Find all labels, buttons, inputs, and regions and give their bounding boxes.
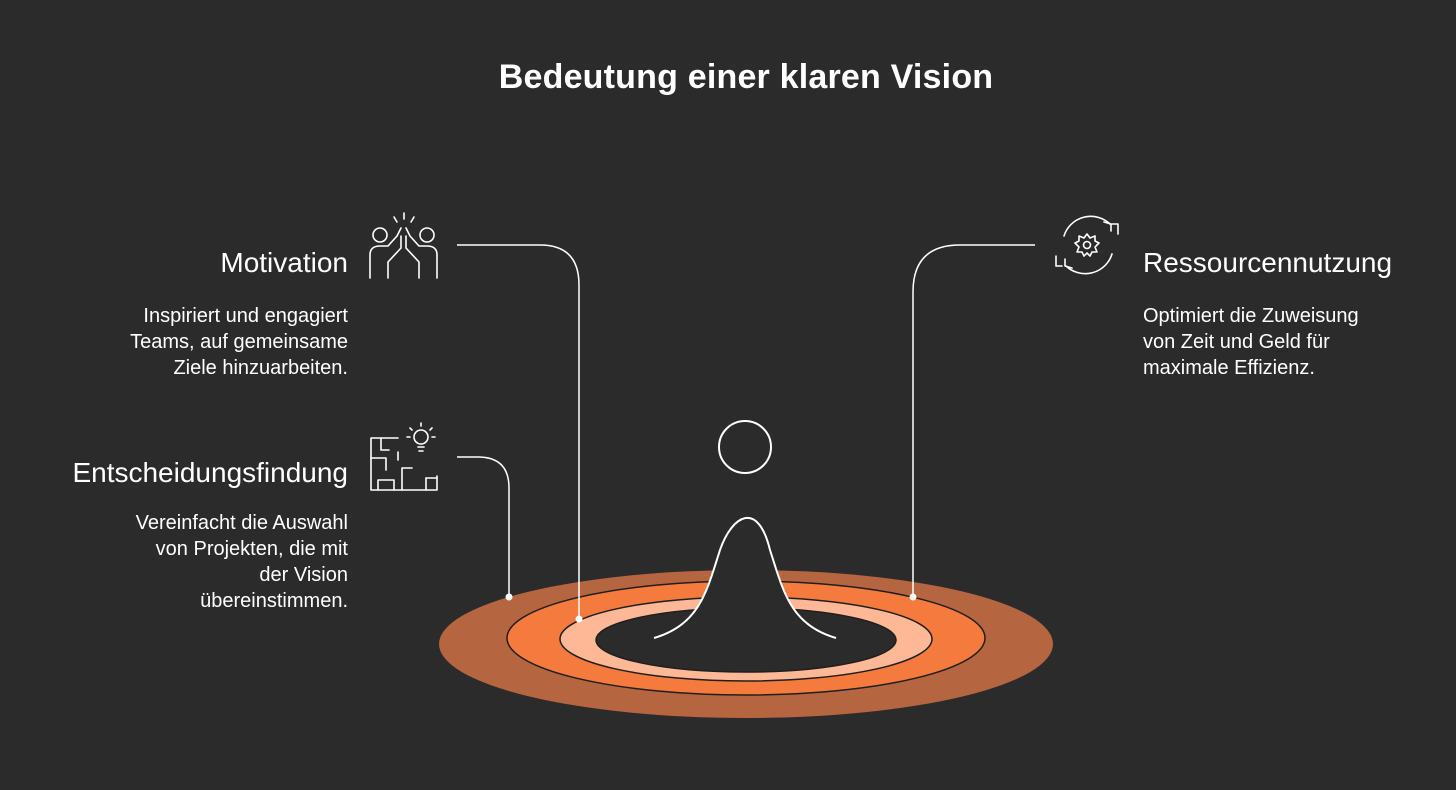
- motivation-line: Inspiriert und engagiert: [143, 305, 348, 327]
- entscheidung-heading: Entscheidungsfindung: [72, 457, 348, 488]
- entscheidung-line: von Projekten, die mit: [155, 538, 348, 560]
- ressourcen-description: Optimiert die Zuweisung von Zeit und Gel…: [1143, 303, 1359, 381]
- ressourcen-line: Optimiert die Zuweisung: [1143, 305, 1359, 327]
- connector-ressourcen: [912, 244, 1035, 597]
- entscheidung-description: Vereinfacht die Auswahl von Projekten, d…: [136, 510, 348, 614]
- ressourcen-line: maximale Effizienz.: [1143, 357, 1315, 379]
- ressourcen-line: von Zeit und Geld für: [1143, 331, 1330, 353]
- entscheidung-line: der Vision: [259, 564, 348, 586]
- maze-lightbulb-icon: [370, 422, 438, 491]
- diagram-title: Bedeutung einer klaren Vision: [498, 58, 994, 96]
- entscheidung-line: übereinstimmen.: [200, 590, 348, 612]
- motivation-line: Teams, auf gemeinsame: [130, 331, 348, 353]
- motivation-line: Ziele hinzuarbeiten.: [173, 357, 348, 379]
- gear-cycle-icon: [1055, 215, 1119, 275]
- entscheidung-line: Vereinfacht die Auswahl: [135, 512, 348, 534]
- connector-dot-ressourcen: [909, 593, 917, 601]
- connector-motivation: [457, 244, 580, 619]
- high-five-icon: [369, 212, 438, 279]
- figure-head: [718, 420, 772, 474]
- motivation-description: Inspiriert und engagiert Teams, auf geme…: [130, 303, 348, 381]
- motivation-heading: Motivation: [220, 247, 348, 278]
- figure-body: [653, 516, 837, 639]
- ressourcen-heading: Ressourcennutzung: [1143, 247, 1393, 278]
- connector-entscheidung: [457, 456, 510, 597]
- connector-dot-motivation: [575, 615, 583, 623]
- connector-dot-entscheidung: [505, 593, 513, 601]
